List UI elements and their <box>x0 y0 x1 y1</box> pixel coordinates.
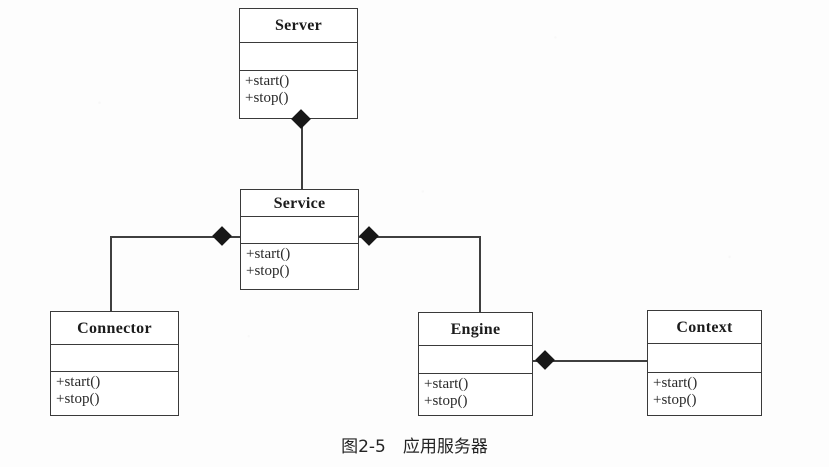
uml-class-engine[interactable]: Engine +start() +stop() <box>418 312 533 416</box>
uml-attributes-context <box>648 344 761 373</box>
operation-item: +stop() <box>653 392 697 409</box>
edge-service-connector-vertical <box>110 236 112 312</box>
uml-attributes-engine <box>419 346 532 374</box>
operation-item: +stop() <box>424 393 468 410</box>
composition-diamond-service-right <box>359 226 379 246</box>
uml-operations-engine: +start() +stop() <box>419 374 532 411</box>
uml-operations-service: +start() +stop() <box>241 244 358 281</box>
operation-item: +start() <box>424 376 469 392</box>
uml-class-name-server: Server <box>240 9 357 43</box>
uml-class-name-context: Context <box>648 311 761 344</box>
edge-service-engine-horizontal <box>357 236 481 238</box>
uml-class-connector[interactable]: Connector +start() +stop() <box>50 311 179 416</box>
uml-class-service[interactable]: Service +start() +stop() <box>240 189 359 290</box>
operation-item: +stop() <box>246 263 290 280</box>
uml-class-name-engine: Engine <box>419 313 532 346</box>
uml-attributes-server <box>240 43 357 71</box>
edge-service-engine-vertical <box>479 236 481 313</box>
uml-operations-context: +start() +stop() <box>648 373 761 410</box>
operation-item: +start() <box>56 374 101 390</box>
uml-class-server[interactable]: Server +start() +stop() <box>239 8 358 119</box>
uml-attributes-connector <box>51 345 178 372</box>
uml-class-name-service: Service <box>241 190 358 217</box>
figure-caption: 图2-5 应用服务器 <box>341 437 488 457</box>
operation-item: +start() <box>246 246 291 262</box>
operation-item: +stop() <box>245 90 289 107</box>
edge-server-service <box>301 118 303 190</box>
uml-class-context[interactable]: Context +start() +stop() <box>647 310 762 416</box>
uml-operations-server: +start() +stop() <box>240 71 357 108</box>
composition-diamond-service-left <box>212 226 232 246</box>
uml-operations-connector: +start() +stop() <box>51 372 178 409</box>
operation-item: +start() <box>245 73 290 89</box>
operation-item: +start() <box>653 375 698 391</box>
uml-class-name-connector: Connector <box>51 312 178 345</box>
edge-engine-context-horizontal <box>533 360 648 362</box>
uml-attributes-service <box>241 217 358 244</box>
edge-service-connector-horizontal <box>110 236 242 238</box>
operation-item: +stop() <box>56 391 100 408</box>
composition-diamond-engine-right <box>535 350 555 370</box>
